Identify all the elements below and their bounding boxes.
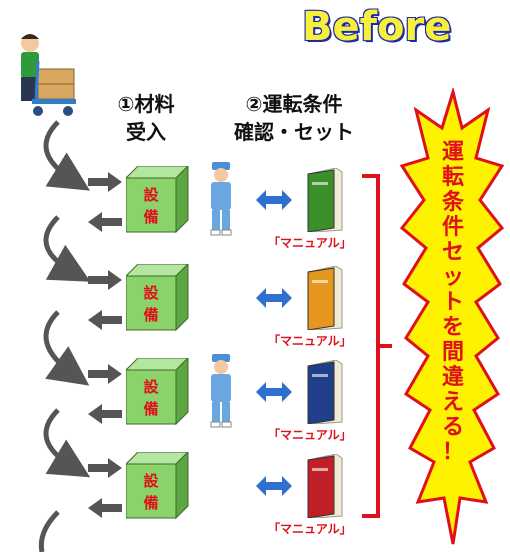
warning-char: る: [441, 415, 464, 440]
step2-header-line2: 確認・セット: [234, 120, 354, 144]
right-arrow-icon: [88, 270, 122, 290]
curve-arrow-3: [43, 310, 90, 386]
equipment-label-char: 設: [143, 472, 159, 490]
manual-label: 「マニュアル」: [268, 428, 352, 442]
group-bracket: [362, 174, 392, 518]
warning-char: 転: [441, 165, 464, 190]
curve-arrow-5: [38, 510, 60, 552]
left-arrow-icon: [88, 498, 122, 518]
equipment-box: [126, 264, 189, 332]
step1-header-line1: ①材料: [117, 92, 175, 116]
warning-char: ！: [441, 440, 464, 465]
equipment-label-char: 設: [143, 284, 159, 302]
step2-header: ②運転条件 確認・セット: [214, 90, 374, 146]
warning-char: 違: [441, 365, 464, 390]
equipment-box: [126, 358, 189, 426]
manual-book-icon: [307, 454, 343, 518]
warning-char: 間: [441, 340, 464, 365]
operator-icon: [210, 162, 232, 236]
flow-arrows: [38, 120, 91, 552]
curve-arrow-1: [43, 120, 90, 191]
right-arrow-icon: [88, 364, 122, 384]
left-arrow-icon: [88, 310, 122, 330]
equipment-label: 設備: [130, 184, 172, 228]
equipment-label-char: 備: [143, 306, 159, 324]
double-arrow-icon: [256, 288, 292, 308]
warning-char: 運: [441, 140, 464, 165]
step2-header-line1: ②運転条件: [245, 92, 343, 116]
double-arrow-icon: [256, 190, 292, 210]
warning-burst: [399, 88, 505, 545]
warning-char: 件: [441, 215, 464, 240]
before-title: Before: [301, 3, 452, 51]
curve-arrow-2: [43, 215, 91, 282]
step1-header-line2: 受入: [126, 120, 166, 144]
right-arrow-icon: [88, 458, 122, 478]
warning-char: を: [441, 315, 464, 340]
warning-char: ッ: [441, 265, 464, 290]
equipment-box: [126, 452, 189, 520]
warning-char: ト: [441, 290, 464, 315]
operator-icon: [210, 354, 232, 428]
manual-label: 「マニュアル」: [268, 334, 352, 348]
manual-label: 「マニュアル」: [268, 522, 352, 536]
manual-book-icon: [307, 168, 343, 232]
warning-char: 条: [441, 190, 464, 215]
warning-text: 運転条件セットを間違える！: [438, 140, 468, 465]
double-arrow-icon: [256, 476, 292, 496]
equipment-label: 設備: [130, 470, 172, 514]
equipment-label: 設備: [130, 282, 172, 326]
curve-arrow-4: [43, 408, 91, 478]
worker-cart-icon: [21, 34, 76, 116]
manual-label: 「マニュアル」: [268, 236, 352, 250]
equipment-label-char: 設: [143, 186, 159, 204]
left-arrow-icon: [88, 404, 122, 424]
equipment-box: [126, 166, 189, 234]
left-arrow-icon: [88, 212, 122, 232]
warning-char: セ: [441, 240, 464, 265]
equipment-label-char: 設: [143, 378, 159, 396]
right-arrow-icon: [88, 172, 122, 192]
step1-header: ①材料 受入: [96, 90, 196, 146]
equipment-label-char: 備: [143, 494, 159, 512]
equipment-label-char: 備: [143, 400, 159, 418]
equipment-label-char: 備: [143, 208, 159, 226]
manual-book-icon: [307, 266, 343, 330]
warning-char: え: [441, 390, 464, 415]
double-arrow-icon: [256, 382, 292, 402]
equipment-label: 設備: [130, 376, 172, 420]
manual-book-icon: [307, 360, 343, 424]
